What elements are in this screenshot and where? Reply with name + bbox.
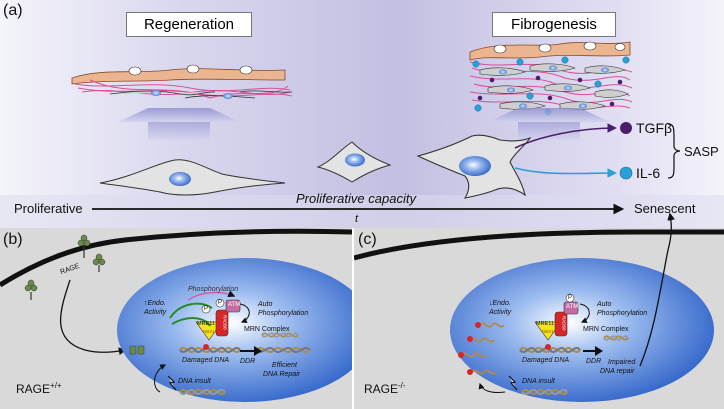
panel-b-rad50: RAD50: [222, 314, 228, 330]
axis-band: [0, 195, 724, 228]
fibrogenesis-title: Fibrogenesis: [492, 12, 616, 37]
impaired-repair-to-senescence-arrow: [639, 212, 675, 367]
panel-a-background: [0, 0, 724, 228]
panel-b-endo-2: Activity: [144, 309, 167, 316]
regeneration-up-arrow: [118, 108, 240, 122]
panel-b-phosphorylation: Phosphorylation: [188, 286, 239, 293]
panel-c-dna-insult: [478, 375, 568, 395]
il6-secretion-arrow: [514, 167, 617, 178]
fibrogenesis-tissue: [469, 41, 633, 116]
regeneration-title: Regeneration: [126, 12, 252, 37]
tgfb-label: TGFβ: [636, 120, 673, 136]
proliferative-fibroblast: [99, 159, 286, 196]
panel-b-mre11: MRE11: [197, 321, 215, 327]
fibrogenesis-up-arrow: [488, 108, 610, 122]
panel-b-mrn-complex: MRN Complex: [244, 326, 290, 333]
panel-b-ddr-label: DDR: [240, 358, 256, 365]
panel-b-auto-2: Phosphorylation: [258, 310, 309, 317]
panel-b-ddr-arrow: [240, 346, 262, 356]
panel-c-endo-1: ↓Endo.: [489, 300, 511, 307]
senescent-fibroblast: [416, 134, 532, 199]
panel-b-endo-1: ↑Endo.: [144, 300, 166, 307]
panel-b-p-mark-2: P: [218, 300, 223, 306]
panel-a-label: (a): [3, 2, 23, 19]
panel-c-auto-2: Phosphorylation: [597, 310, 648, 317]
panel-c-p-mark: P: [568, 295, 573, 301]
panel-c-mre11: MRE11: [536, 321, 554, 327]
axis-proliferative-label: Proliferative: [14, 201, 83, 216]
panel-c-damaged-dna-label: Damaged DNA: [522, 357, 570, 364]
panel-c-membrane: [353, 229, 724, 261]
intermediate-fibroblast: [316, 141, 392, 183]
panel-b-atm: ATM: [228, 302, 241, 308]
panel-c-ddr-arrow: [583, 346, 603, 356]
panel-c-nbs1: NBS1: [542, 329, 554, 334]
panel-b-damaged-dna-label: Damaged DNA: [182, 357, 230, 364]
regeneration-tissue: [71, 64, 293, 99]
panel-c-rad50: RAD50: [561, 315, 567, 331]
panel-c-mrn-complex: MRN Complex: [583, 326, 629, 333]
axis-senescent-label: Senescent: [634, 201, 696, 216]
axis-t-label: t: [355, 213, 359, 225]
proliferative-capacity-label: Proliferative capacity: [296, 191, 416, 206]
panel-b-label: (b): [3, 231, 23, 248]
tgfb-secretion-arrow: [514, 123, 617, 149]
panel-b-dna-insult: [154, 364, 226, 395]
panel-b-genotype: RAGE+/+: [16, 381, 62, 396]
panel-c-genotype: RAGE-/-: [364, 381, 406, 396]
panel-c-mrn-complex: [534, 293, 590, 341]
il6-label: IL-6: [636, 165, 661, 181]
panel-b-nbs1: NBS1: [203, 329, 215, 334]
panel-b-repaired-dna: [255, 332, 311, 353]
panel-c-broken-dna: [458, 322, 505, 375]
panel-c-auto-1: Auto: [597, 301, 612, 308]
sasp-bracket: [667, 123, 681, 179]
panel-c-endo-2: Activity: [489, 309, 512, 316]
panel-c-damaged-dna: [519, 344, 581, 353]
panel-b-membrane: [0, 228, 353, 288]
panel-c-impaired-dna: [603, 335, 629, 341]
tgfb-dot: [620, 122, 632, 134]
sasp-label: SASP: [684, 144, 719, 159]
panel-b-p-mark-1: P: [204, 306, 209, 312]
panel-c-dna-insult-label: DNA insult: [522, 378, 555, 385]
panel-b-damaged-dna: [179, 344, 241, 353]
panel-b-repair-2: DNA Repair: [263, 371, 301, 378]
panel-b-auto-1: Auto: [258, 301, 273, 308]
panel-b-dna-insult-label: DNA insult: [178, 378, 211, 385]
panel-c-label: (c): [358, 231, 377, 248]
panel-b-mrn-complex: [169, 290, 250, 341]
panel-c-repair-2: DNA repair: [600, 368, 635, 375]
il6-dot: [619, 166, 633, 180]
panel-c-repair-1: Impaired: [608, 359, 636, 366]
panel-c-ddr-label: DDR: [586, 358, 602, 365]
panel-b-nuclear-entry: [129, 345, 137, 355]
panel-b-repair-1: Efficient: [272, 362, 297, 369]
rage-signal-arrow: [59, 279, 127, 356]
panel-b-nucleus: [117, 258, 373, 402]
panel-c-atm: ATM: [566, 304, 579, 310]
rage-receptor: [24, 234, 106, 300]
panel-c-nucleus: [450, 258, 714, 402]
